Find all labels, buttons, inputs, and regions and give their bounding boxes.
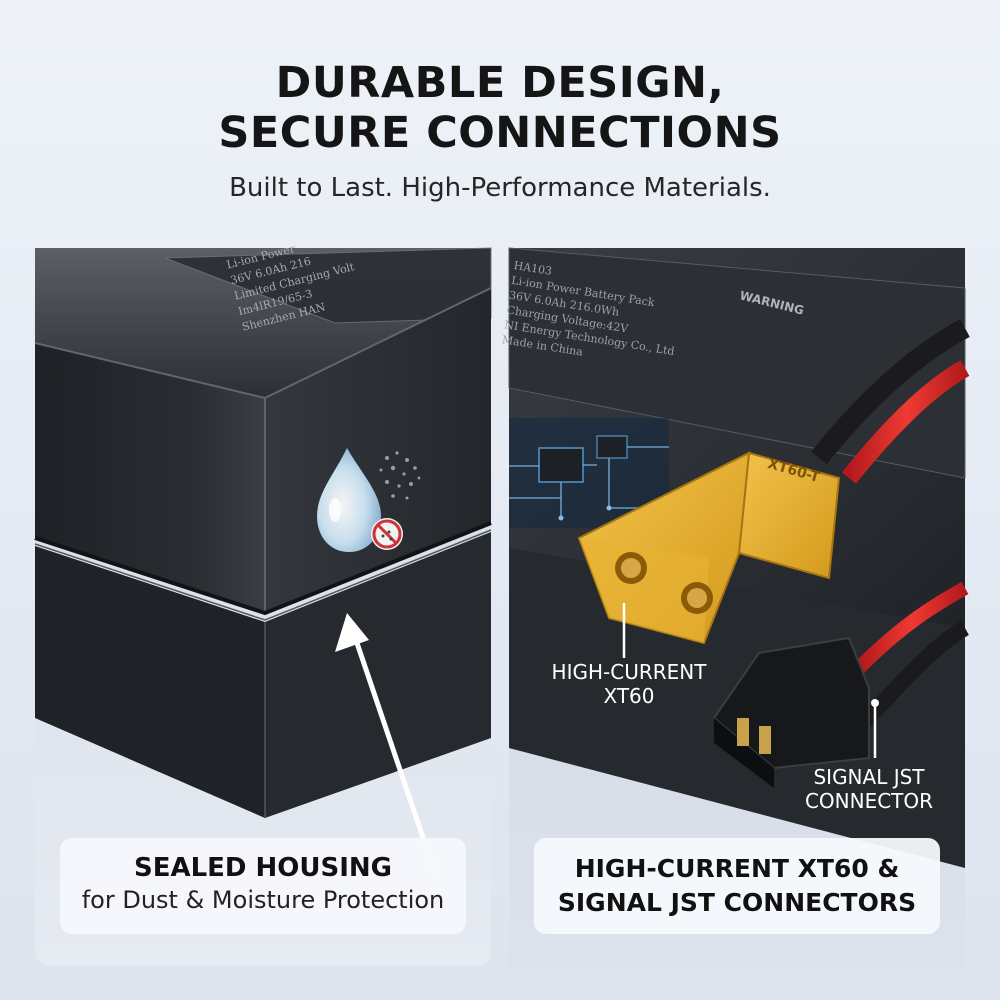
seam-arrow-icon	[335, 613, 438, 874]
xt60-label: HIGH-CURRENT XT60	[529, 660, 729, 708]
jst-label-line1: SIGNAL JST	[813, 765, 925, 789]
water-drop-icon	[317, 448, 381, 552]
jst-label: SIGNAL JST CONNECTOR	[779, 765, 959, 813]
caption-line2: SIGNAL JST CONNECTORS	[557, 888, 917, 917]
connectors-panel: HA103 Li-ion Power Battery Pack 36V 6.0A…	[501, 247, 970, 966]
jst-connector-icon	[712, 636, 870, 788]
no-dust-icon	[371, 518, 403, 550]
caption-title: SEALED HOUSING	[133, 853, 393, 883]
dust-particles-icon	[379, 451, 421, 500]
header: DURABLE DESIGN, SECURE CONNECTIONS Built…	[0, 58, 1000, 204]
sealed-housing-caption: SEALED HOUSING for Dust & Moisture Prote…	[60, 838, 466, 934]
xt60-label-line2: XT60	[603, 684, 655, 708]
battery-housing-illustration	[34, 247, 492, 874]
jst-label-line2: CONNECTOR	[804, 789, 934, 813]
connectors-caption: HIGH-CURRENT XT60 & SIGNAL JST CONNECTOR…	[534, 838, 940, 934]
page-title-line2: SECURE CONNECTIONS	[218, 108, 782, 158]
sealed-housing-panel: Li-ion Power 36V 6.0Ah 216 Limited Charg…	[34, 242, 492, 966]
caption-line1: HIGH-CURRENT XT60 &	[574, 854, 900, 883]
xt60-connector-icon	[577, 451, 841, 645]
page-title-line1: DURABLE DESIGN,	[275, 58, 725, 108]
page-subtitle: Built to Last. High-Performance Material…	[229, 173, 771, 203]
caption-subtitle: for Dust & Moisture Protection	[81, 886, 445, 914]
xt60-label-line1: HIGH-CURRENT	[551, 660, 707, 684]
